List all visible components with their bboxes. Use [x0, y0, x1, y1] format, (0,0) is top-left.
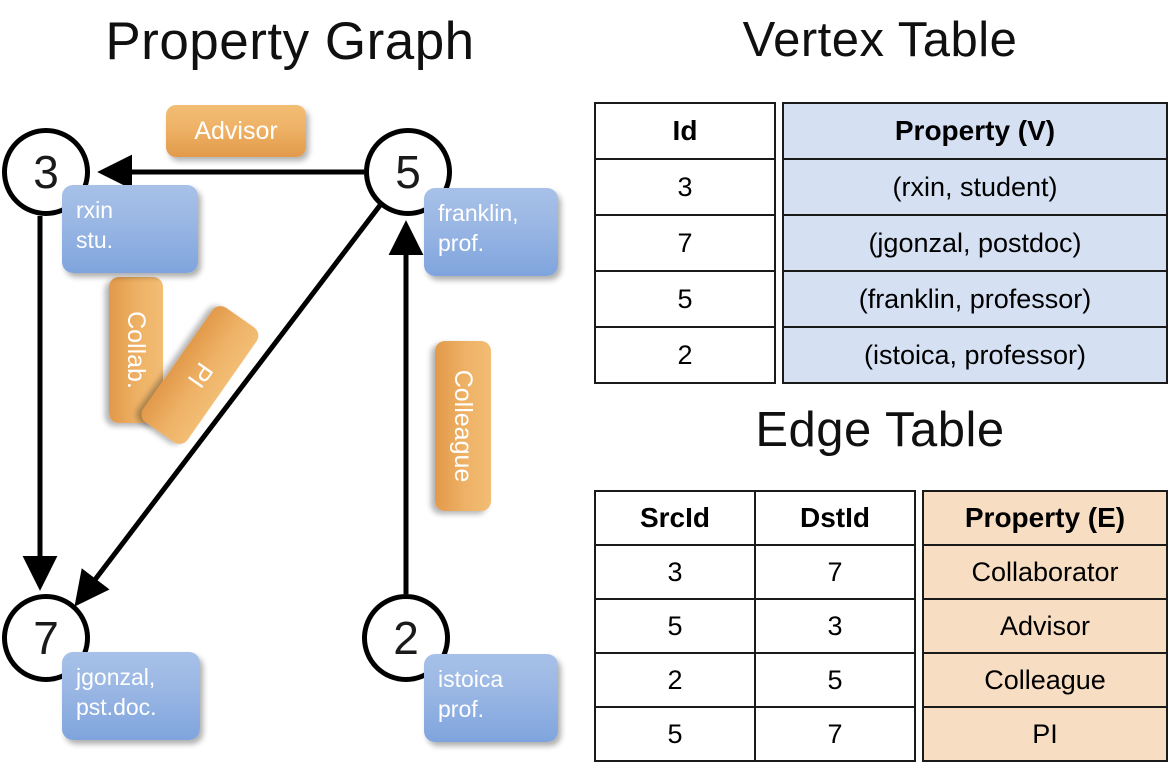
vertex-table-cell-id: 3 — [594, 158, 776, 216]
vertex-table-cell-property: (jgonzal, postdoc) — [782, 214, 1168, 272]
graph-node-3-label: 3 — [33, 146, 59, 198]
edge-table-header-dstid: DstId — [754, 490, 916, 546]
vertex-table-cell-property: (rxin, student) — [782, 158, 1168, 216]
graph-node-2-label: 2 — [393, 612, 419, 664]
vertex-property-box-5: franklin, prof. — [424, 188, 558, 276]
vertex-table-cell-id: 2 — [594, 326, 776, 384]
vertex-property-box-2: istoica prof. — [424, 654, 558, 742]
edge-table-cell-property: Collaborator — [922, 544, 1168, 600]
edge-table-property-column: Property (E) Collaborator Advisor Collea… — [922, 490, 1168, 762]
vertex-table-cell-property: (franklin, professor) — [782, 270, 1168, 328]
vertex-property-box-7: jgonzal, pst.doc. — [62, 652, 200, 740]
graph-node-7-label: 7 — [33, 612, 59, 664]
edge-label-box-colleague-wrapper: Colleague — [378, 341, 548, 511]
page-title-property-graph: Property Graph — [105, 12, 475, 71]
table-row[interactable]: Advisor — [922, 598, 1168, 654]
table-header-row: SrcId DstId — [594, 490, 916, 546]
edge-table-cell-dstid: 5 — [754, 652, 916, 708]
vertex-table-header-property: Property (V) — [782, 102, 1168, 160]
table-header-row: Property (E) — [922, 490, 1168, 546]
vertex-property-box-3-line1: rxin — [76, 197, 114, 223]
edge-label-collab: Collab. — [122, 311, 151, 389]
page-title-vertex-table: Vertex Table — [742, 13, 1018, 67]
vertex-table-cell-id: 5 — [594, 270, 776, 328]
edge-5-to-7 — [74, 202, 383, 607]
table-row[interactable]: 5 — [594, 270, 776, 328]
graph-edge-lines — [22, 154, 424, 607]
table-header-row: Id — [594, 102, 776, 160]
property-graph-diagram: 3 5 7 2 rxin stu. franklin, prof. jgonza… — [0, 0, 580, 760]
table-row[interactable]: (istoica, professor) — [782, 326, 1168, 384]
edge-table-cell-dstid: 7 — [754, 706, 916, 762]
page-title-edge-table: Edge Table — [755, 403, 1005, 457]
vertex-property-box-7-line1: jgonzal, — [76, 664, 156, 690]
edge-table-header-property: Property (E) — [922, 490, 1168, 546]
table-header-row: Property (V) — [782, 102, 1168, 160]
graph-node-5-label: 5 — [395, 146, 421, 198]
edge-label-advisor: Advisor — [194, 116, 278, 145]
vertex-table-cell-property: (istoica, professor) — [782, 326, 1168, 384]
vertex-property-box-3-line2: stu. — [76, 227, 114, 253]
table-row[interactable]: 3 7 — [594, 544, 916, 600]
vertex-property-box-5-line2: prof. — [438, 230, 485, 256]
edge-table-cell-dstid: 7 — [754, 544, 916, 600]
vertex-table-cell-id: 7 — [594, 214, 776, 272]
graph-node-5[interactable]: 5 — [364, 128, 452, 216]
edge-table-header-srcid: SrcId — [594, 490, 756, 546]
table-row[interactable]: 3 — [594, 158, 776, 216]
edge-label-box-advisor: Advisor — [166, 105, 306, 157]
edge-table-cell-property: Advisor — [922, 598, 1168, 654]
table-row[interactable]: 2 — [594, 326, 776, 384]
table-row[interactable]: 5 3 — [594, 598, 916, 654]
table-row[interactable]: PI — [922, 706, 1168, 762]
table-row[interactable]: (jgonzal, postdoc) — [782, 214, 1168, 272]
vertex-table-header-id: Id — [594, 102, 776, 160]
vertex-property-box-7-line2: pst.doc. — [76, 694, 157, 720]
edge-table-cell-srcid: 2 — [594, 652, 756, 708]
edge-label-colleague: Colleague — [449, 369, 478, 483]
edge-table-cell-property: PI — [922, 706, 1168, 762]
vertex-table-property-column: Property (V) (rxin, student) (jgonzal, p… — [782, 102, 1168, 384]
edge-table-cell-srcid: 5 — [594, 598, 756, 654]
table-row[interactable]: 2 5 — [594, 652, 916, 708]
edge-table-cell-srcid: 3 — [594, 544, 756, 600]
table-row[interactable]: Colleague — [922, 652, 1168, 708]
edge-table-cell-dstid: 3 — [754, 598, 916, 654]
vertex-property-box-3: rxin stu. — [62, 185, 198, 273]
vertex-property-box-2-line2: prof. — [438, 696, 485, 722]
vertex-property-box-5-line1: franklin, — [438, 200, 519, 226]
table-row[interactable]: Collaborator — [922, 544, 1168, 600]
edge-table-cell-property: Colleague — [922, 652, 1168, 708]
edge-table-id-columns: SrcId DstId 3 7 5 3 2 5 5 7 — [594, 490, 916, 762]
table-row[interactable]: (rxin, student) — [782, 158, 1168, 216]
vertex-property-box-2-line1: istoica — [438, 666, 504, 692]
table-row[interactable]: 7 — [594, 214, 776, 272]
vertex-table-id-column: Id 3 7 5 2 — [594, 102, 776, 384]
graph-node-2[interactable]: 2 — [362, 594, 450, 682]
table-row[interactable]: 5 7 — [594, 706, 916, 762]
edge-table-cell-srcid: 5 — [594, 706, 756, 762]
edge-label-box-colleague: Colleague — [435, 341, 491, 511]
table-row[interactable]: (franklin, professor) — [782, 270, 1168, 328]
edge-label-pi: PI — [182, 357, 219, 393]
